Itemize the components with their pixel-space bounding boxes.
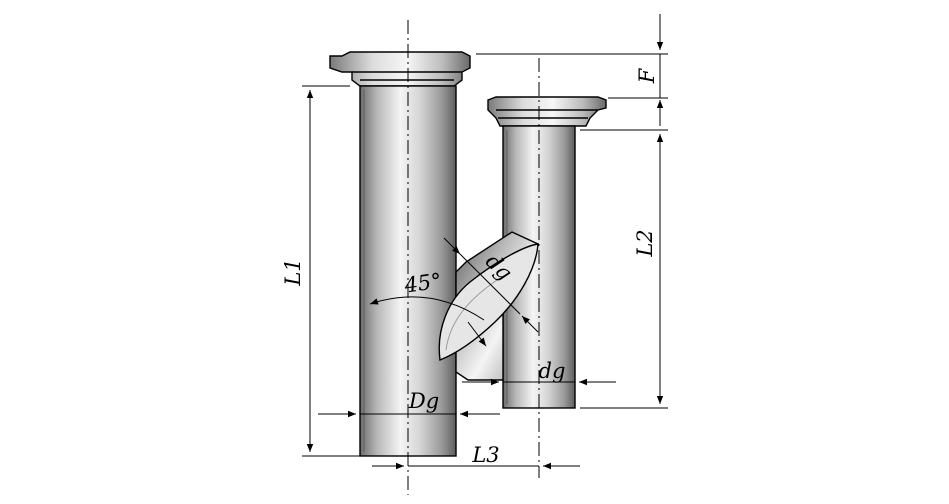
label-Dg: Dg <box>408 389 439 413</box>
label-L1: L1 <box>281 258 305 286</box>
label-angle: 45° <box>402 269 443 298</box>
dim-Dg: Dg <box>318 389 500 418</box>
label-L2: L2 <box>633 229 657 257</box>
side-flange <box>487 96 607 127</box>
angle-45: 45° <box>369 269 487 347</box>
dim-dg-right: dg <box>462 359 616 386</box>
dim-L2: L2 <box>580 129 668 409</box>
dim-L3: L3 <box>372 443 580 470</box>
main-flange <box>329 51 471 87</box>
main-pipe <box>329 51 471 457</box>
label-F: F <box>635 67 659 84</box>
label-L3: L3 <box>471 443 499 467</box>
dim-F: F <box>476 14 668 126</box>
label-dg-right: dg <box>539 359 566 383</box>
dim-L1: L1 <box>281 85 360 457</box>
